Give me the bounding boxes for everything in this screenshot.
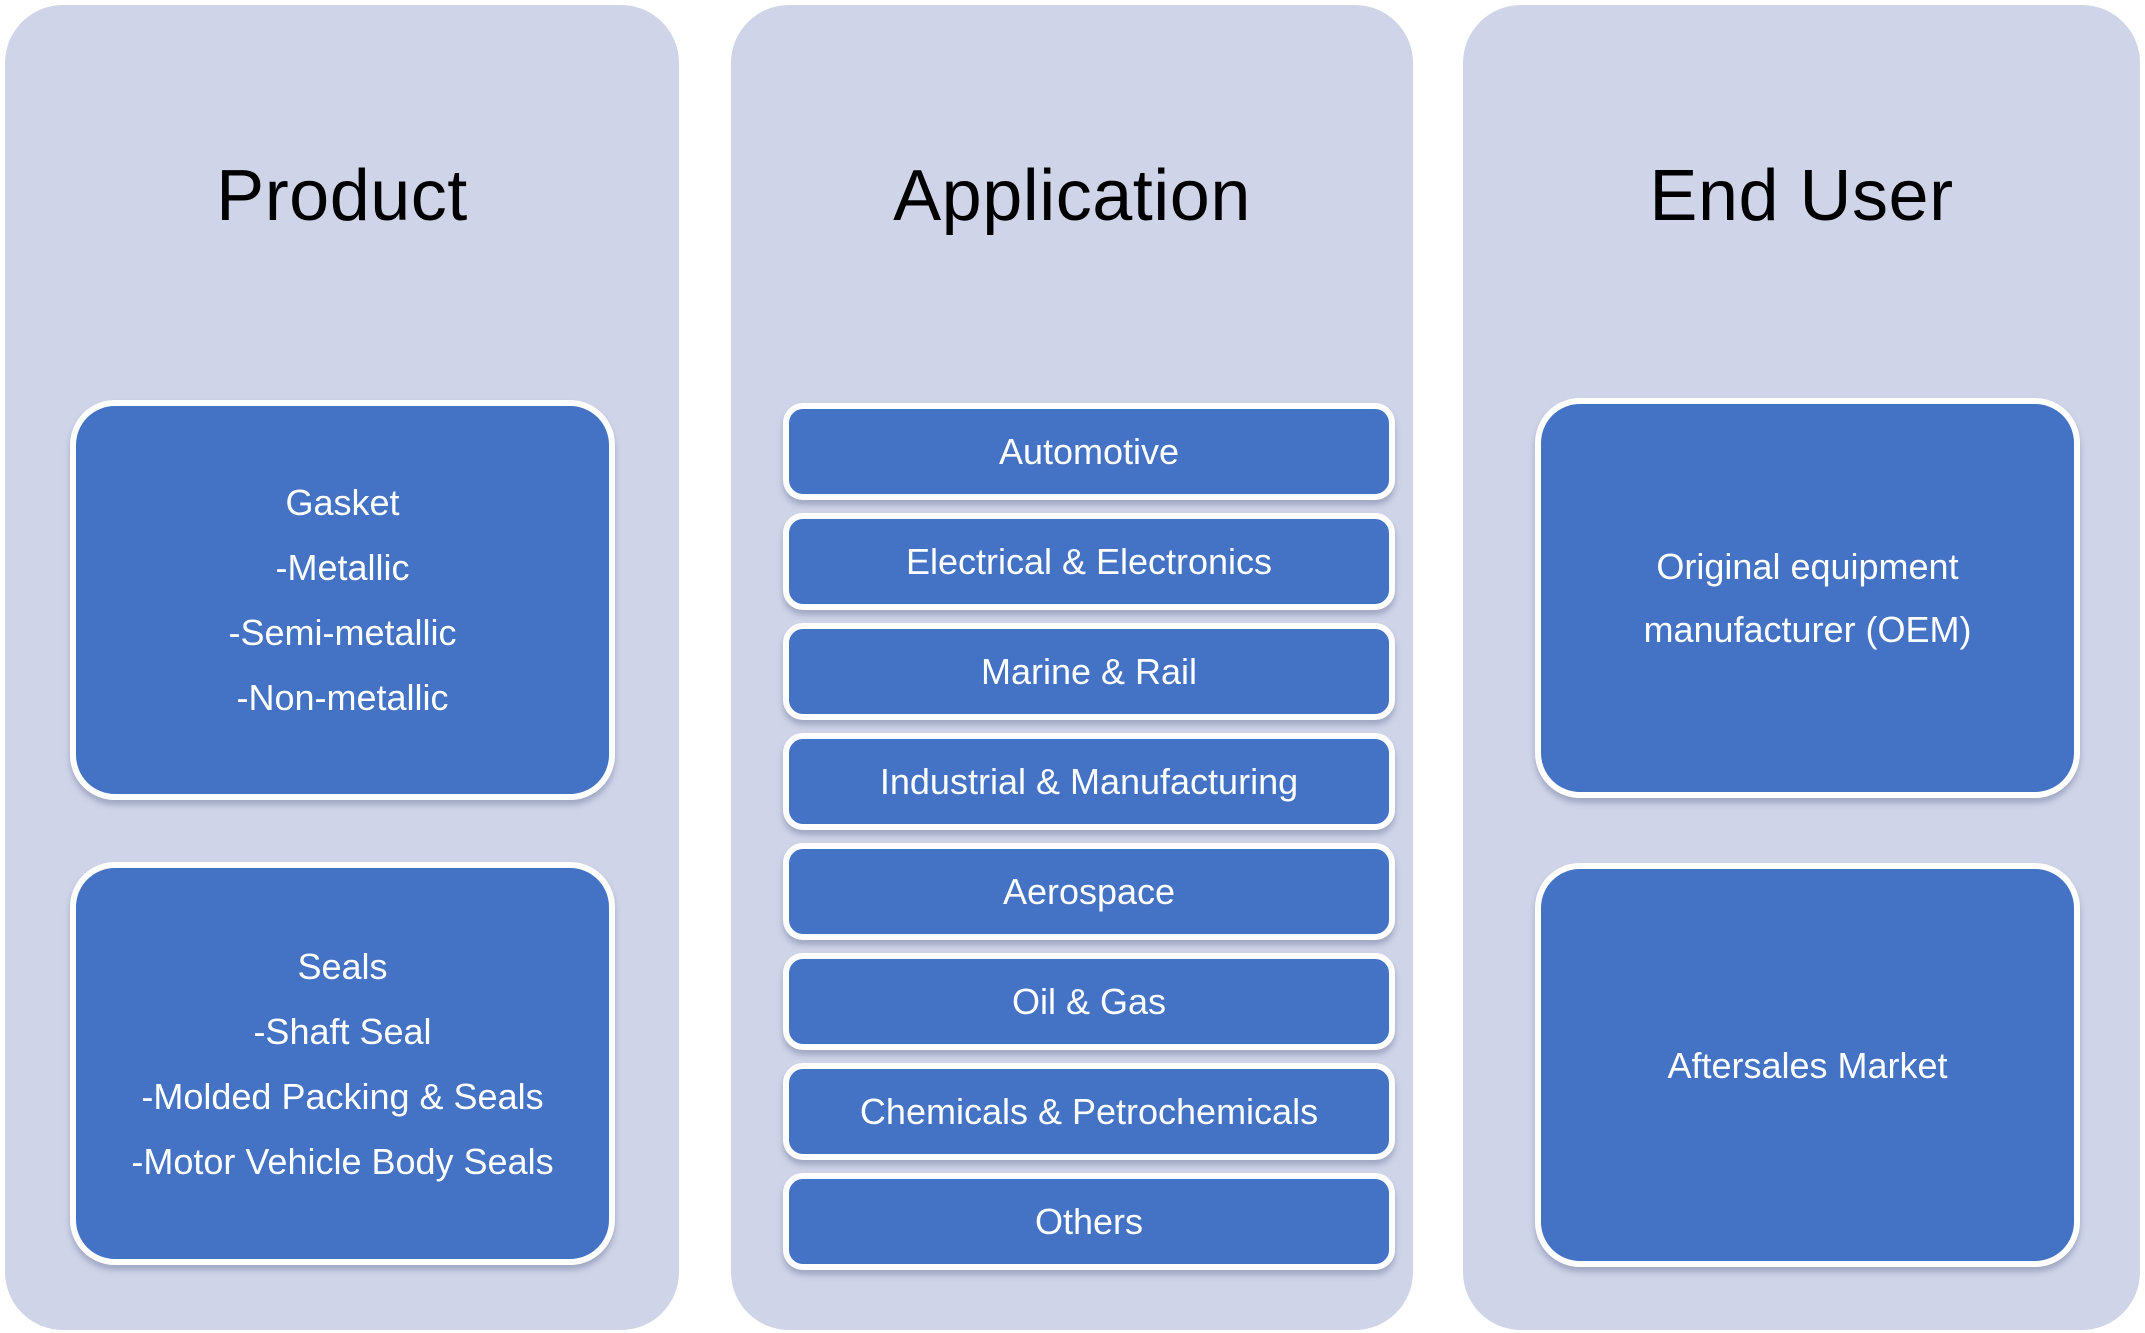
application-item-aerospace: Aerospace	[783, 843, 1395, 940]
seals-box: Seals -Shaft Seal -Molded Packing & Seal…	[70, 862, 615, 1265]
application-item-oil-gas: Oil & Gas	[783, 953, 1395, 1050]
application-item-others: Others	[783, 1173, 1395, 1270]
seals-box-line: -Molded Packing & Seals	[141, 1075, 544, 1117]
aftersales-box-line: Aftersales Market	[1667, 1044, 1948, 1086]
end-user-column-title: End User	[1649, 156, 1954, 236]
oem-box-line: Original equipment	[1656, 546, 1959, 587]
gasket-box: Gasket -Metallic -Semi-metallic -Non-met…	[70, 400, 615, 800]
application-item-chemicals-petrochemicals: Chemicals & Petrochemicals	[783, 1063, 1395, 1160]
application-item-electrical-electronics: Electrical & Electronics	[783, 513, 1395, 610]
seals-box-line: Seals	[297, 945, 388, 987]
application-list: Automotive Electrical & Electronics Mari…	[783, 403, 1395, 1270]
seals-box-line: -Shaft Seal	[253, 1010, 432, 1052]
product-column: Product Gasket -Metallic -Semi-metallic …	[5, 5, 679, 1330]
application-item-marine-rail: Marine & Rail	[783, 623, 1395, 720]
gasket-box-line: -Semi-metallic	[228, 612, 457, 653]
end-user-column: End User Original equipment manufacturer…	[1463, 5, 2140, 1330]
oem-box-line: manufacturer (OEM)	[1643, 609, 1972, 650]
application-item-industrial-manufacturing: Industrial & Manufacturing	[783, 733, 1395, 830]
oem-box: Original equipment manufacturer (OEM)	[1535, 398, 2080, 798]
application-column: Application Automotive Electrical & Elec…	[731, 5, 1413, 1330]
aftersales-market-box: Aftersales Market	[1535, 863, 2080, 1267]
product-column-title: Product	[216, 156, 468, 236]
seals-box-line: -Motor Vehicle Body Seals	[131, 1140, 554, 1182]
gasket-box-line: -Non-metallic	[236, 677, 449, 718]
gasket-box-line: Gasket	[285, 482, 400, 523]
gasket-box-line: -Metallic	[275, 547, 410, 588]
application-item-automotive: Automotive	[783, 403, 1395, 500]
application-column-title: Application	[893, 156, 1251, 236]
